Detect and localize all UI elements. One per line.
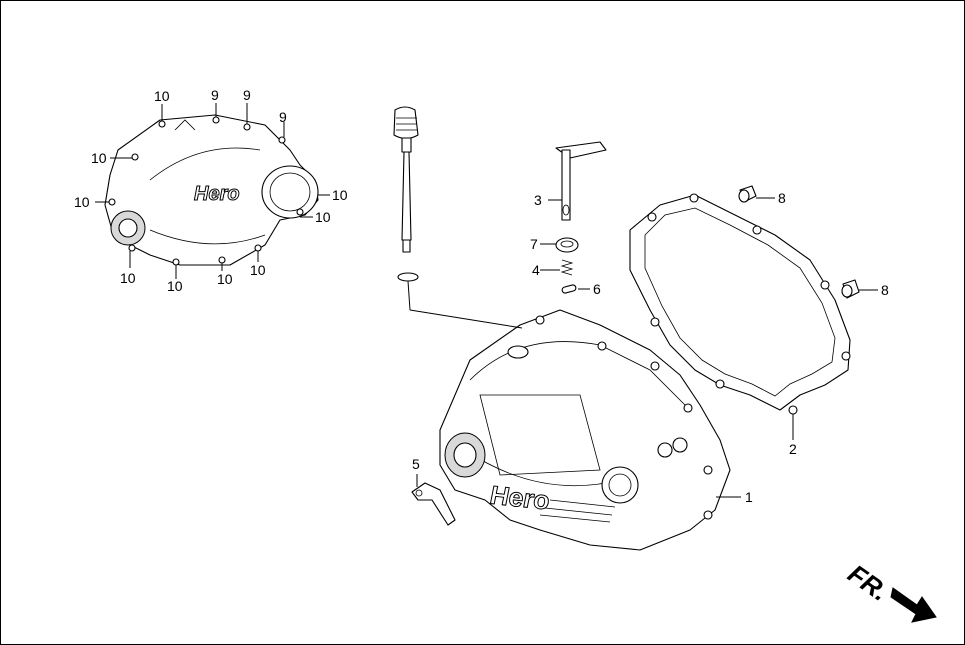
- brand-logo-small: Hero: [194, 183, 240, 205]
- dowel-8-upper: [738, 185, 757, 203]
- callout-10-a: 10: [154, 88, 170, 104]
- callout-4: 4: [532, 262, 540, 278]
- callout-9-a: 9: [211, 87, 219, 103]
- oil-seal: [555, 237, 579, 253]
- leader-lines: [95, 103, 878, 498]
- front-direction-indicator: FR.: [843, 558, 937, 623]
- callout-labels: 1 2 3 4 5 6 7 8 8 9 9 9 10 10 10 10 10 1…: [74, 87, 889, 505]
- callout-1: 1: [745, 489, 753, 505]
- cable-clamp: [411, 482, 456, 526]
- oil-dipstick: [393, 106, 419, 282]
- callout-3: 3: [534, 192, 542, 208]
- callout-10-e: 10: [315, 209, 331, 225]
- dowel-pin: [561, 284, 577, 294]
- spring: [560, 259, 574, 276]
- callout-9-b: 9: [243, 87, 251, 103]
- callout-10-c: 10: [74, 194, 90, 210]
- callout-10-f: 10: [250, 262, 266, 278]
- callout-10-h: 10: [167, 278, 183, 294]
- callout-8-lower: 8: [881, 282, 889, 298]
- assembled-clutch-cover: Hero: [104, 114, 319, 266]
- callout-10-i: 10: [120, 270, 136, 286]
- callout-7: 7: [530, 236, 538, 252]
- callout-10-b: 10: [91, 150, 107, 166]
- brand-logo-main: Hero: [490, 480, 549, 516]
- callout-2: 2: [789, 441, 797, 457]
- clutch-lever-shaft: [555, 141, 607, 221]
- callout-9-c: 9: [279, 109, 287, 125]
- front-label: FR.: [843, 558, 895, 607]
- front-arrow-icon: [890, 587, 937, 623]
- callout-6: 6: [593, 281, 601, 297]
- callout-5: 5: [412, 456, 420, 472]
- callout-10-d: 10: [332, 187, 348, 203]
- clutch-cover-main: Hero: [439, 309, 731, 551]
- callout-8-upper: 8: [778, 190, 786, 206]
- cover-gasket: [629, 193, 851, 415]
- callout-10-g: 10: [217, 271, 233, 287]
- dowel-8-lower: [841, 279, 860, 299]
